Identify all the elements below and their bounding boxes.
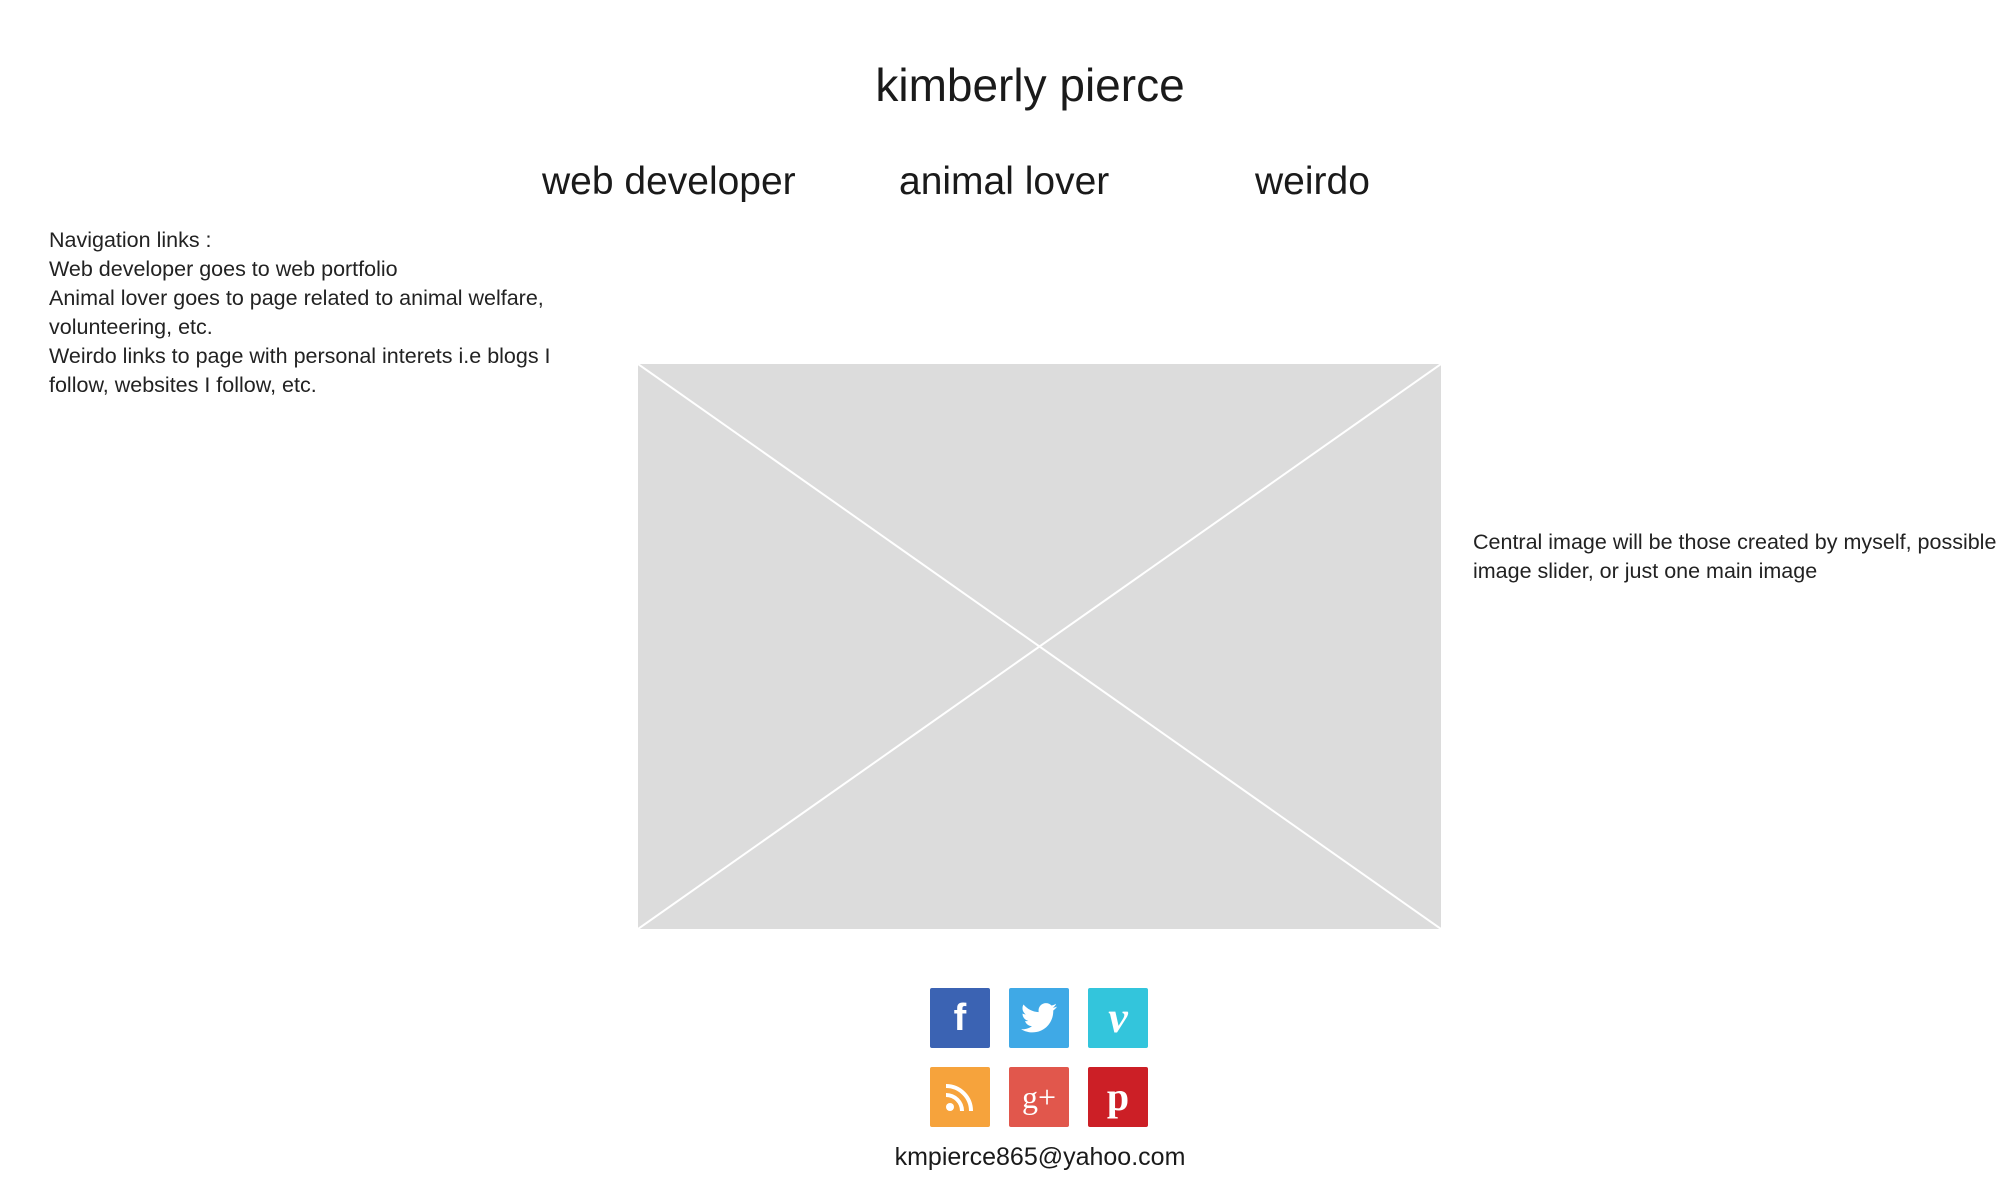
pinterest-button[interactable]: p xyxy=(1088,1067,1148,1127)
placeholder-cross-icon xyxy=(638,364,1441,929)
nav-link-weirdo[interactable]: weirdo xyxy=(1255,160,1370,203)
navigation-note-line: Animal lover goes to page related to ani… xyxy=(49,286,544,310)
twitter-icon xyxy=(1021,1003,1057,1033)
page-title: kimberly pierce xyxy=(875,59,1185,111)
contact-email[interactable]: kmpierce865@yahoo.com xyxy=(894,1143,1186,1171)
facebook-icon: f xyxy=(953,997,967,1039)
nav-link-web-developer[interactable]: web developer xyxy=(542,160,796,203)
rss-icon xyxy=(945,1084,973,1112)
rss-button[interactable] xyxy=(930,1067,990,1127)
navigation-note: Navigation links : Web developer goes to… xyxy=(49,226,569,400)
navigation-note-line: Web developer goes to web portfolio xyxy=(49,257,398,281)
twitter-button[interactable] xyxy=(1009,988,1069,1048)
facebook-button[interactable]: f xyxy=(930,988,990,1048)
central-image-note: Central image will be those created by m… xyxy=(1473,528,2013,586)
central-image-placeholder xyxy=(638,364,1441,929)
central-image-note-line: Central image will be those created by m… xyxy=(1473,530,1997,554)
navigation-note-line: Navigation links : xyxy=(49,228,212,252)
navigation-note-line: follow, websites I follow, etc. xyxy=(49,373,317,397)
central-image-note-line: image slider, or just one main image xyxy=(1473,559,1818,583)
vimeo-button[interactable]: v xyxy=(1088,988,1148,1048)
navigation-note-line: Weirdo links to page with personal inter… xyxy=(49,344,551,368)
google-plus-icon: g+ xyxy=(1021,1079,1057,1115)
google-plus-button[interactable]: g+ xyxy=(1009,1067,1069,1127)
navigation-note-line: volunteering, etc. xyxy=(49,315,213,339)
vimeo-icon: v xyxy=(1108,993,1128,1042)
pinterest-icon: p xyxy=(1106,1074,1130,1119)
nav-link-animal-lover[interactable]: animal lover xyxy=(899,160,1110,203)
